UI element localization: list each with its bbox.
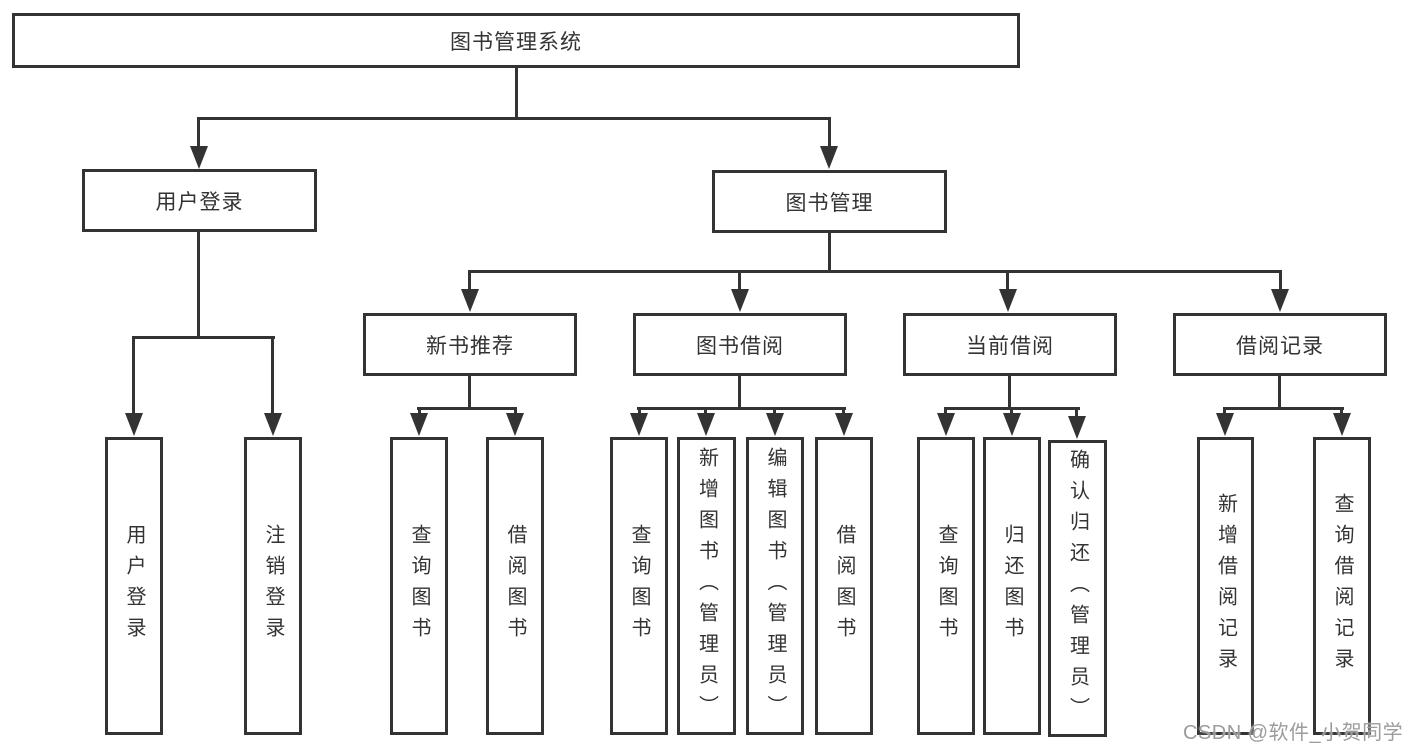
arrow-down-icon xyxy=(190,146,208,169)
connector-line xyxy=(1008,374,1011,410)
leaf-add-borrow-record-label: 新增借阅记录 xyxy=(1214,493,1237,679)
leaf-user-login-label: 用户登录 xyxy=(123,524,145,648)
connector-line xyxy=(1075,407,1078,417)
connector-line xyxy=(1006,270,1009,292)
leaf-logout-label: 注销登录 xyxy=(262,524,284,648)
leaf-user-login: 用户登录 xyxy=(105,437,163,735)
node-book-management-label: 图书管理 xyxy=(785,191,874,215)
connector-line xyxy=(468,270,471,292)
connector-line xyxy=(197,117,200,150)
arrow-down-icon xyxy=(125,413,143,436)
connector-line xyxy=(1340,407,1343,417)
node-borrow-record: 借阅记录 xyxy=(1173,313,1387,376)
connector-line xyxy=(704,407,707,417)
connector-line xyxy=(132,336,275,339)
node-new-book-recommend-label: 新书推荐 xyxy=(426,334,514,358)
connector-line xyxy=(417,407,517,410)
leaf-borrow-book-label: 借阅图书 xyxy=(833,524,855,648)
connector-line xyxy=(738,270,741,292)
connector-line xyxy=(271,336,274,417)
leaf-borrow-book-recommend: 借阅图书 xyxy=(486,437,544,735)
connector-line xyxy=(828,117,831,150)
connector-line xyxy=(132,336,135,417)
arrow-down-icon xyxy=(1216,413,1234,436)
connector-line xyxy=(197,230,200,338)
connector-line xyxy=(842,407,845,417)
connector-line xyxy=(468,374,471,410)
leaf-edit-book-admin-label: 编辑图书（管理员） xyxy=(764,446,786,726)
connector-line xyxy=(1223,407,1226,417)
leaf-add-borrow-record: 新增借阅记录 xyxy=(1197,437,1254,735)
leaf-query-borrow-record: 查询借阅记录 xyxy=(1313,437,1371,735)
arrow-down-icon xyxy=(697,413,715,436)
connector-line xyxy=(515,66,518,120)
connector-line xyxy=(1010,407,1013,417)
node-user-login: 用户登录 xyxy=(82,169,317,232)
node-new-book-recommend: 新书推荐 xyxy=(363,313,577,376)
leaf-query-book-recommend: 查询图书 xyxy=(390,437,448,735)
arrow-down-icon xyxy=(1333,413,1351,436)
arrow-down-icon xyxy=(820,146,838,169)
connector-line xyxy=(514,407,517,417)
csdn-watermark: CSDN @软件_小贺同学 xyxy=(1183,722,1404,744)
leaf-borrow-book-recommend-label: 借阅图书 xyxy=(504,524,526,648)
leaf-return-book: 归还图书 xyxy=(983,437,1041,735)
leaf-confirm-return-admin-label: 确认归还（管理员） xyxy=(1066,449,1089,728)
arrow-down-icon xyxy=(410,413,428,436)
connector-line xyxy=(197,117,831,120)
node-current-borrow: 当前借阅 xyxy=(903,313,1117,376)
arrow-down-icon xyxy=(630,413,648,436)
leaf-query-book-borrow-label: 查询图书 xyxy=(628,524,650,648)
leaf-query-book-current: 查询图书 xyxy=(917,437,975,735)
arrow-down-icon xyxy=(264,413,282,436)
connector-line xyxy=(828,230,831,273)
node-book-borrow-label: 图书借阅 xyxy=(696,334,784,358)
connector-line xyxy=(738,374,741,410)
arrow-down-icon xyxy=(506,413,524,436)
connector-line xyxy=(418,407,421,417)
node-root-label: 图书管理系统 xyxy=(450,30,582,54)
connector-line xyxy=(638,407,641,417)
connector-line xyxy=(1279,270,1282,292)
connector-line xyxy=(1278,374,1281,410)
node-user-login-label: 用户登录 xyxy=(155,190,244,214)
arrow-down-icon xyxy=(1068,416,1086,439)
node-root: 图书管理系统 xyxy=(12,13,1020,68)
arrow-down-icon xyxy=(937,413,955,436)
node-book-borrow: 图书借阅 xyxy=(633,313,847,376)
node-borrow-record-label: 借阅记录 xyxy=(1236,334,1324,358)
node-current-borrow-label: 当前借阅 xyxy=(966,334,1054,358)
connector-line xyxy=(1223,407,1344,410)
leaf-return-book-label: 归还图书 xyxy=(1001,524,1023,648)
leaf-add-book-admin: 新增图书（管理员） xyxy=(677,437,736,735)
connector-line xyxy=(468,270,1282,273)
arrow-down-icon xyxy=(835,413,853,436)
leaf-logout: 注销登录 xyxy=(244,437,302,735)
leaf-query-book-current-label: 查询图书 xyxy=(935,524,957,648)
leaf-borrow-book: 借阅图书 xyxy=(815,437,873,735)
connector-line xyxy=(944,407,947,417)
leaf-query-book-recommend-label: 查询图书 xyxy=(408,524,430,648)
arrow-down-icon xyxy=(999,289,1017,312)
arrow-down-icon xyxy=(766,413,784,436)
arrow-down-icon xyxy=(1003,413,1021,436)
leaf-confirm-return-admin: 确认归还（管理员） xyxy=(1048,440,1107,737)
leaf-add-book-admin-label: 新增图书（管理员） xyxy=(695,446,718,726)
leaf-query-borrow-record-label: 查询借阅记录 xyxy=(1331,493,1353,679)
arrow-down-icon xyxy=(461,289,479,312)
leaf-query-book-borrow: 查询图书 xyxy=(610,437,668,735)
connector-line xyxy=(773,407,776,417)
leaf-edit-book-admin: 编辑图书（管理员） xyxy=(746,437,804,735)
arrow-down-icon xyxy=(1271,289,1289,312)
arrow-down-icon xyxy=(731,289,749,312)
connector-line xyxy=(637,407,846,410)
node-book-management: 图书管理 xyxy=(712,170,947,233)
